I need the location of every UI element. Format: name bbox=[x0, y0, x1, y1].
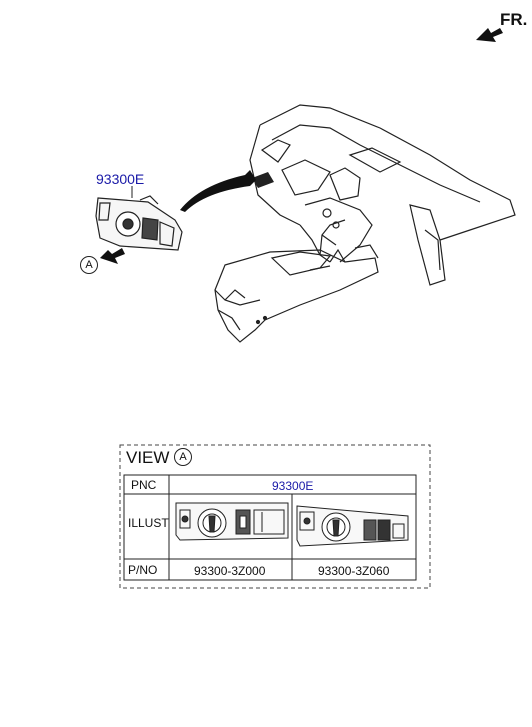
view-title: VIEW bbox=[126, 448, 170, 467]
switch-illustration-1 bbox=[175, 502, 289, 541]
view-title-marker: A bbox=[174, 448, 192, 466]
view-a-arrow-icon bbox=[100, 248, 125, 264]
view-marker-a: A bbox=[80, 256, 98, 274]
pointer-arrow-icon bbox=[180, 170, 256, 212]
part-number-2: 93300-3Z060 bbox=[318, 564, 390, 578]
illust-row-label: ILLUST bbox=[128, 516, 169, 530]
pnc-value: 93300E bbox=[272, 479, 314, 493]
switch-location-marker bbox=[252, 172, 274, 188]
parts-table-grid bbox=[123, 474, 417, 581]
dashboard-illustration bbox=[214, 104, 516, 343]
front-direction-label: FR. bbox=[500, 10, 528, 29]
headlamp-switch-component bbox=[95, 195, 183, 251]
part-number-1: 93300-3Z000 bbox=[194, 564, 266, 578]
pno-row-label: P/NO bbox=[128, 563, 158, 577]
part-number-callout: 93300E bbox=[96, 171, 145, 187]
pnc-row-label: PNC bbox=[131, 478, 157, 492]
view-frame bbox=[119, 444, 431, 589]
front-arrow-icon bbox=[476, 28, 503, 42]
switch-illustration-2 bbox=[296, 505, 409, 547]
